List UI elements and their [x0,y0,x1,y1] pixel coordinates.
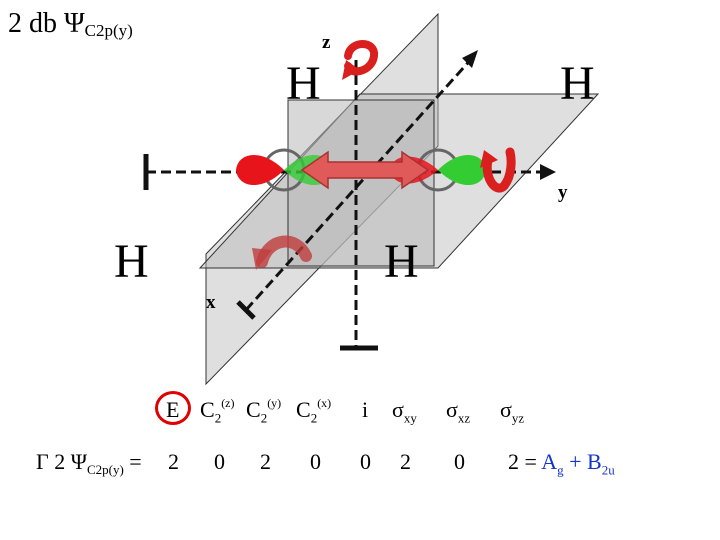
hydrogen-atom-bottom-right: H [384,235,419,288]
op-c2-x: C2(x) [296,395,332,426]
gamma-row-label: Γ 2 ΨC2p(y) = [36,449,142,477]
hydrogen-atom-bottom-left: H [114,235,149,288]
character-sigma-xy: 2 [400,449,411,474]
reduction-result: 2 = Ag + B2u [508,449,615,478]
x-axis-arrowhead [462,50,478,68]
diagram-title: 2 db ΨC2p(y) [8,8,133,40]
rotation-arrow-z-head [342,60,360,80]
character-c2-y: 2 [260,449,271,474]
op-sigma-yz: σyz [500,397,525,426]
irrep-ag: Ag [541,449,564,478]
rotation-arrow-x-head [252,248,272,270]
character-e: 2 [168,449,179,474]
x-axis-base [236,300,256,320]
x-axis-label: x [206,292,216,313]
op-sigma-xz: σxz [446,397,471,426]
rotation-arrow-y [482,147,516,193]
title-prefix: 2 db Ψ [8,8,85,39]
op-inversion: i [362,397,369,422]
character-sigma-yz: 2 [508,449,519,474]
irrep-b2u: B2u [587,449,615,478]
rotation-arrow-y-head [480,150,498,168]
p-orbital-lobe-red-left [236,154,284,186]
op-c2-y: C2(y) [246,395,282,426]
identity-highlight-ring [155,391,191,425]
op-sigma-xy: σxy [392,397,417,426]
character-sigma-xz: 0 [454,449,465,474]
z-axis-label: z [322,32,331,53]
title-subscript: C2p(y) [84,21,133,40]
hydrogen-atom-top-right: H [560,57,595,110]
character-c2-x: 0 [310,449,321,474]
p-orbital-lobe-green-right [438,154,486,186]
exchange-double-arrow [300,150,430,190]
y-axis-label: y [558,182,568,203]
x-axis [244,54,476,312]
op-c2-z: C2(z) [200,395,235,426]
y-axis-arrowhead [540,164,556,180]
character-c2-z: 0 [214,449,225,474]
op-identity: E [166,397,180,422]
character-i: 0 [360,449,371,474]
hydrogen-atom-top-left: H [286,57,321,110]
